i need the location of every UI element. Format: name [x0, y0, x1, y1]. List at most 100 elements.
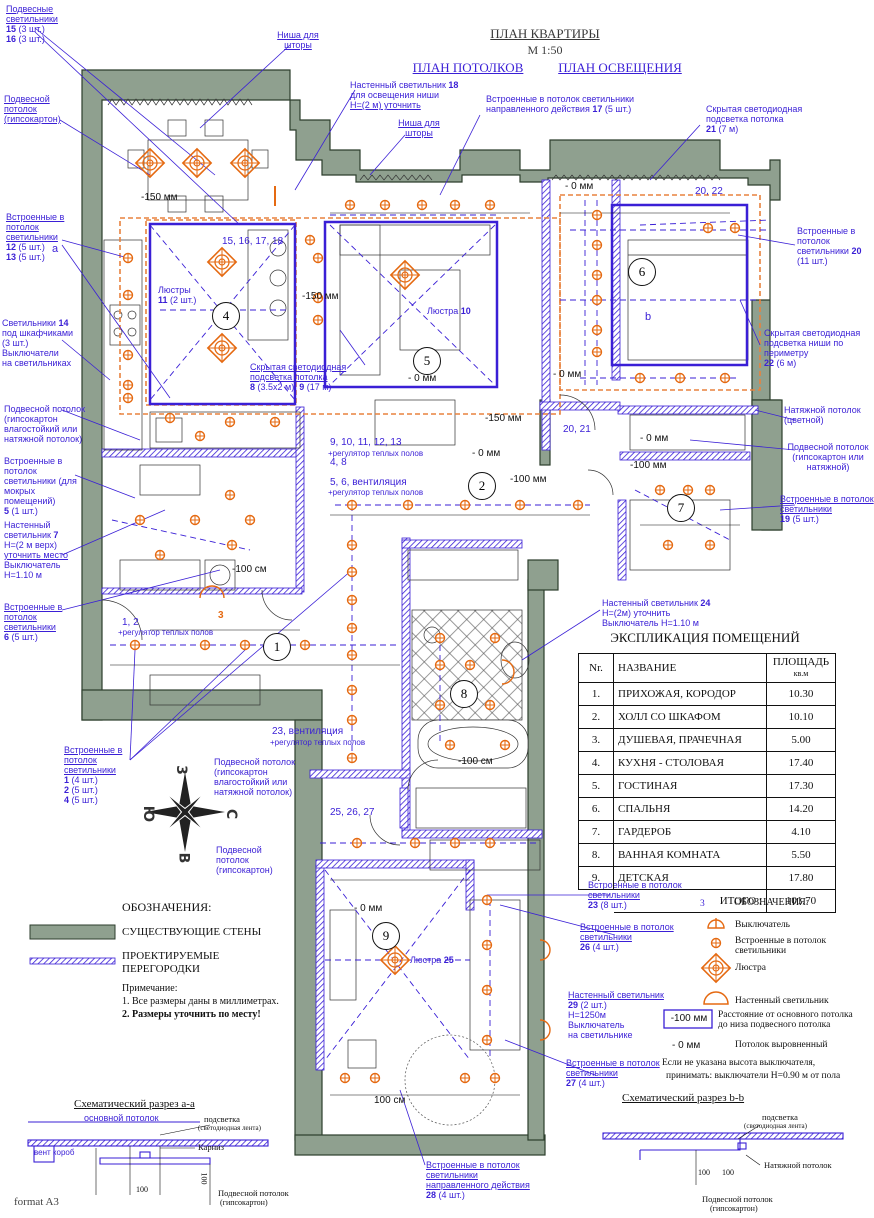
legend-chandelier: Люстра [735, 963, 766, 973]
plan-scale: М 1:50 [527, 43, 563, 57]
section-b-d100a: 100 [698, 1168, 710, 1177]
callout-pendant: Подвесные светильники 15 (3 шт.) 16 (3 ш… [6, 4, 58, 44]
table-cell-name: СПАЛЬНЯ [613, 797, 767, 821]
room-number: 2 [468, 472, 496, 500]
callout-wall-light-7: Настенный светильник 7 Н=(2 м верх)уточн… [4, 520, 69, 580]
room-number: 6 [628, 258, 656, 286]
section-b-light-sub: (светодиодная лента) [744, 1122, 807, 1130]
subtitle-lighting: ПЛАН ОСВЕЩЕНИЯ [558, 60, 682, 75]
table-cell-name: ДУШЕВАЯ, ПРАЧЕЧНАЯ [613, 728, 767, 752]
callout-hidden-led-22: Скрытая светодиодная подсветка ниши по п… [764, 328, 861, 368]
table-cell-area: 10.30 [766, 682, 836, 706]
plan-label-20-21: 20, 21 [563, 424, 591, 435]
table-cell-area: 10.10 [766, 705, 836, 729]
table-cell-nr: 1. [578, 682, 614, 706]
subtitle-ceilings: ПЛАН ПОТОЛКОВ [412, 60, 524, 75]
table-cell-nr: 9. [578, 866, 614, 890]
room-number: 9 [372, 922, 400, 950]
compass-rose [145, 772, 225, 852]
legend-zero-mark: - 0 мм [672, 1040, 701, 1051]
compass-w: В [175, 852, 192, 864]
table-cell-name: ДЕТСКАЯ [613, 866, 767, 890]
level-mark: -100 мм [630, 460, 667, 471]
callout-niche-curtain-2: Ниша для шторы [398, 118, 440, 138]
section-a-drawing [27, 1121, 269, 1205]
level-mark: -150 мм [302, 291, 339, 302]
callout-susp-gkl-stretch: Подвесной потолок (гипсокартон или натяж… [787, 442, 869, 472]
section-b-d100b: 100 [722, 1168, 734, 1177]
section-b-stretch: Натяжной потолок [764, 1160, 832, 1170]
legend-switch: Выключатель [735, 920, 791, 930]
ceiling-outlines [148, 203, 749, 406]
callout-chandelier-25: Люстра 25 [410, 955, 454, 965]
table-cell-area: 17.30 [766, 774, 836, 798]
legend-right-title: ОБОЗНАЧЕНИЯ: [734, 897, 809, 908]
plan-label-20-22: 20, 22 [695, 186, 723, 197]
table-cell-area: 5.00 [766, 728, 836, 752]
callout-builtin-1-2-4: Встроенные в потолок светильники 1 (4 шт… [64, 745, 123, 805]
section-b-susp: Подвесной потолок [702, 1194, 773, 1204]
table-cell-name: КУХНЯ - СТОЛОВАЯ [613, 751, 767, 775]
section-a-light: подсветка [204, 1114, 240, 1124]
table-cell-name: ПРИХОЖАЯ, КОРОДОР [613, 682, 767, 706]
col-nr: Nr. [578, 653, 614, 683]
level-mark: - 0 мм [408, 373, 437, 384]
room-number: 7 [667, 494, 695, 522]
note-2: 2. Размеры уточнить по месту! [122, 1009, 261, 1020]
level-mark: - 0 мм [472, 448, 501, 459]
room-number: 5 [413, 347, 441, 375]
callout-builtin-12-13: Встроенные в потолок светильники 12 (5 ш… [6, 212, 65, 262]
callout-susp-moist-2: Подвесной потолок (гипсокартон влагостой… [214, 757, 296, 797]
legend-partition-swatch [29, 957, 116, 965]
legend-builtin: Встроенные в потолок светильники [735, 936, 827, 956]
level-mark: - 0 мм [565, 181, 594, 192]
callout-niche-curtain-1: Ниша для шторы [277, 30, 319, 50]
section-a-d100b: 100 [199, 1172, 209, 1185]
callout-susp-moist: Подвесной потолок (гипсокартон влагостой… [4, 404, 86, 444]
room-number: 3 [218, 610, 224, 621]
legend-switch-num: 3 [700, 899, 705, 909]
callout-chandelier-10: Люстра 10 [427, 306, 471, 316]
callout-builtin-20: Встроенные в потолок светильники 20 (11 … [797, 226, 862, 266]
section-a-light-sub: (светодиодная лента) [198, 1124, 261, 1132]
level-mark: - 0 мм [553, 369, 582, 380]
table-cell-area: 5.50 [766, 843, 836, 867]
section-b-title: Схематический разрез b-b [622, 1092, 745, 1104]
leaders [34, 27, 796, 1166]
level-mark: 100 см [374, 1095, 406, 1106]
level-mark: -150 мм [141, 192, 178, 203]
level-mark: -100 см [458, 756, 493, 767]
callout-directional-17: Встроенные в потолок светильники направл… [486, 94, 635, 114]
legend-zero-text: Потолок выровненный [735, 1040, 828, 1050]
legend-wall-light: Настенный светильник [735, 996, 829, 1006]
compass-n: 3 [172, 765, 189, 775]
legend-offset-box: -100 мм [670, 1013, 708, 1024]
room-number: 8 [450, 680, 478, 708]
callout-stretch-color: Натяжной потолок (цветной) [784, 405, 861, 425]
plan-label-1-2: 1, 2 [122, 617, 139, 628]
plan-label-floor-4: +регулятор теплых полов [270, 738, 366, 747]
plan-title: ПЛАН КВАРТИРЫ [490, 26, 600, 41]
legend-symbols [663, 918, 731, 1029]
section-a-title: Схематический разрез а-а [74, 1098, 195, 1110]
section-a-vent: вент короб [34, 1148, 75, 1157]
room-number: 4 [212, 302, 240, 330]
level-mark: - 0 мм [640, 433, 669, 444]
legend-note-2: принимать: выключатели Н=0.90 м от пола [666, 1071, 841, 1081]
section-b-drawing [602, 1124, 844, 1185]
table-cell-nr: 5. [578, 774, 614, 798]
plan-label-floor-2: +регулятор теплых полов [328, 488, 424, 497]
plan-label-floor-1: +регулятор теплых полов [328, 449, 424, 458]
table-cell-nr: 2. [578, 705, 614, 729]
table-cell-nr: 6. [578, 797, 614, 821]
